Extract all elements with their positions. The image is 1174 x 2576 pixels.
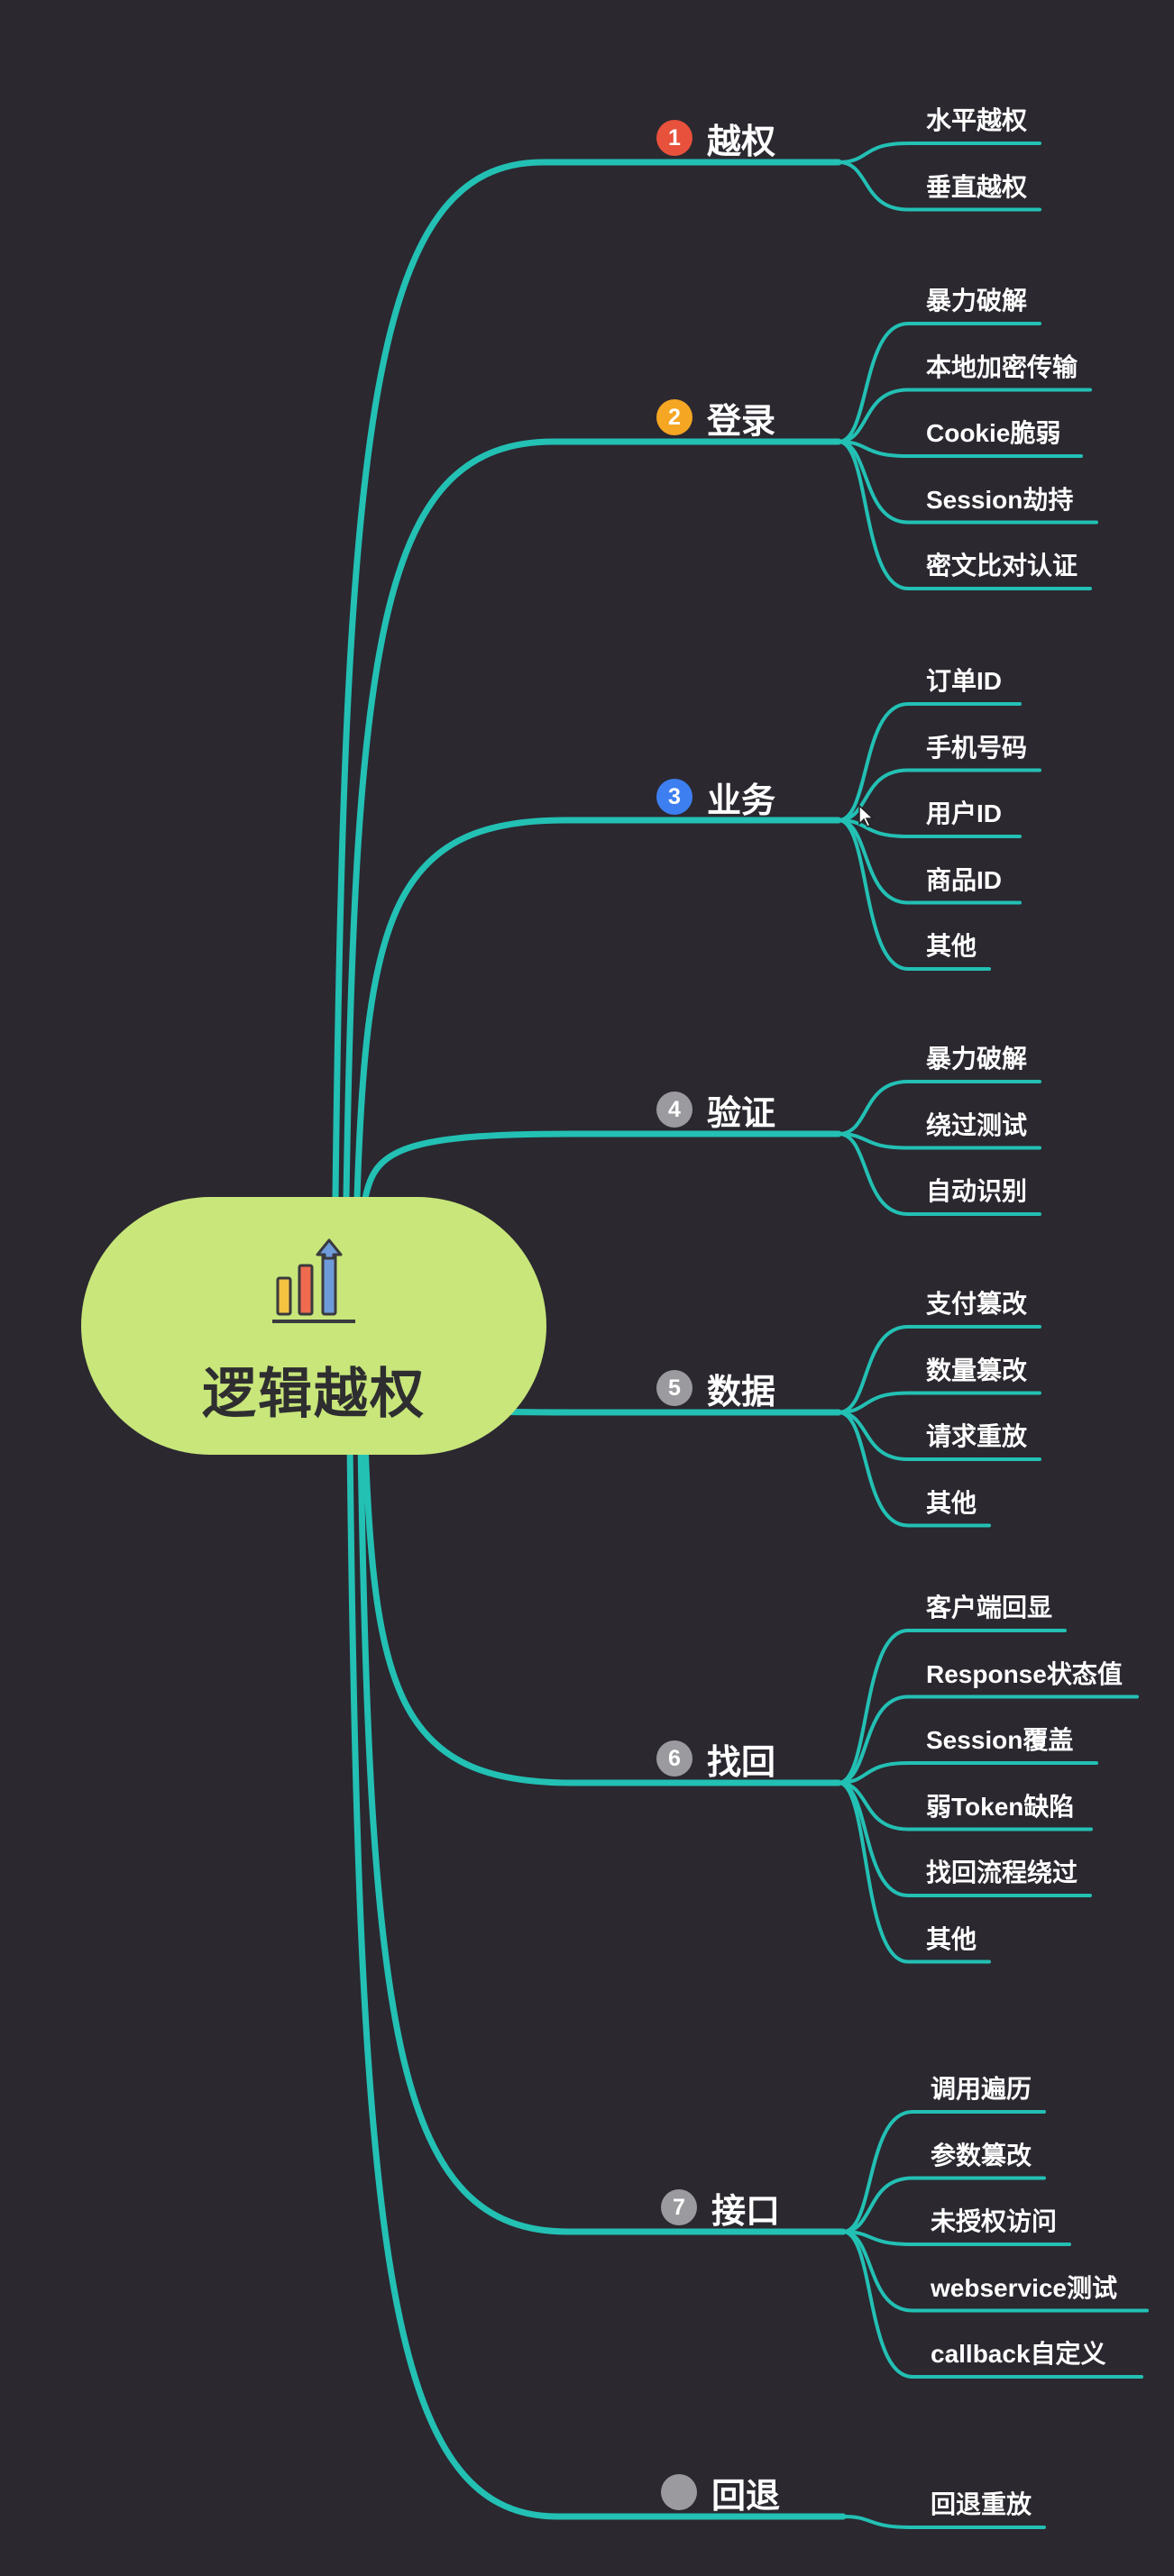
leaf-connector [837, 1325, 1041, 1414]
leaf-node[interactable]: 数量篡改 [926, 1356, 1028, 1384]
branch-number-badge [661, 2474, 697, 2510]
leaf-node[interactable]: 支付篡改 [926, 1290, 1028, 1318]
leaf-node[interactable]: 密文比对认证 [926, 552, 1078, 580]
leaf-node[interactable]: webservice测试 [931, 2273, 1117, 2302]
leaf-connector [837, 1781, 991, 1964]
branch-label: 登录 [707, 402, 776, 441]
branch-label: 验证 [707, 1094, 776, 1133]
branch-node[interactable]: 7 接口 [661, 2185, 781, 2231]
branch-node[interactable]: 3 业务 [656, 774, 776, 820]
branch-label: 越权 [707, 123, 776, 161]
branch-node[interactable]: 6 找回 [656, 1736, 776, 1782]
leaf-connector [841, 2176, 1046, 2233]
leaf-connector [837, 768, 1041, 822]
leaf-node[interactable]: 商品ID [926, 865, 1003, 894]
branch-label: 回退 [711, 2477, 781, 2516]
leaf-connector [837, 440, 1083, 458]
leaf-node[interactable]: 找回流程绕过 [926, 1859, 1078, 1886]
leaf-connector [837, 1411, 1041, 1461]
branch-stem [343, 438, 842, 1202]
leaf-node[interactable]: 参数篡改 [931, 2141, 1032, 2170]
leaf-connector [837, 1132, 1041, 1150]
branch-stem [332, 159, 842, 1202]
leaf-node[interactable]: Session覆盖 [926, 1726, 1074, 1754]
leaf-connector [837, 1080, 1041, 1136]
leaf-connector [841, 2230, 1149, 2313]
branch-number-badge: 7 [661, 2189, 697, 2225]
leaf-connector [837, 1694, 1139, 1785]
branch-stem [357, 1439, 847, 2235]
leaf-connector [837, 388, 1092, 443]
leaf-connector [837, 1391, 1041, 1414]
mouse-cursor-icon [858, 804, 875, 827]
leaf-node[interactable]: Response状态值 [926, 1659, 1123, 1688]
leaf-node[interactable]: Cookie脆弱 [926, 419, 1061, 447]
leaf-connector [837, 1781, 1093, 1832]
leaf-connector [841, 2515, 1046, 2529]
leaf-connector [837, 702, 1022, 822]
leaf-connector [837, 142, 1041, 164]
leaf-node[interactable]: 请求重放 [926, 1422, 1028, 1450]
branch-label: 数据 [707, 1373, 776, 1411]
branch-stem [362, 1130, 842, 1202]
leaf-node[interactable]: Session劫持 [926, 485, 1074, 514]
leaf-node[interactable]: 未授权访问 [931, 2207, 1058, 2235]
root-title: 逻辑越权 [202, 1364, 426, 1424]
leaf-connector [837, 160, 1041, 212]
leaf-node[interactable]: 暴力破解 [926, 287, 1028, 315]
bar-chart-up-arrow-icon [272, 1238, 355, 1323]
leaf-node[interactable]: 调用遍历 [931, 2075, 1032, 2103]
leaf-connector [837, 1411, 991, 1528]
leaf-node[interactable]: 客户端回显 [926, 1594, 1053, 1621]
branch-stem [346, 1439, 847, 2520]
leaf-node[interactable]: 本地加密传输 [926, 352, 1078, 381]
leaf-node[interactable]: 其他 [926, 932, 977, 960]
leaf-connector [837, 440, 1092, 590]
leaf-node[interactable]: 其他 [926, 1488, 977, 1517]
leaf-connector [837, 1629, 1067, 1785]
branch-label: 业务 [707, 781, 776, 820]
leaf-connector [837, 1761, 1098, 1785]
leaf-connector [837, 818, 991, 971]
leaf-node[interactable]: 回退重放 [931, 2490, 1032, 2518]
leaf-connector [841, 2230, 1143, 2379]
branch-stem [353, 817, 842, 1202]
leaf-node[interactable]: callback自定义 [931, 2340, 1106, 2368]
branch-node[interactable]: 4 验证 [656, 1087, 776, 1133]
branch-number-badge: 6 [656, 1740, 692, 1777]
leaf-node[interactable]: 暴力破解 [926, 1045, 1028, 1073]
leaf-node[interactable]: 自动识别 [926, 1177, 1028, 1205]
branch-label: 找回 [707, 1743, 776, 1782]
branch-node[interactable]: 2 登录 [656, 395, 776, 441]
root-node[interactable]: 逻辑越权 [81, 1197, 546, 1455]
branch-number-badge: 2 [656, 399, 692, 435]
leaf-node[interactable]: 其他 [926, 1924, 977, 1953]
branch-number-badge: 3 [656, 779, 692, 815]
leaf-connector [837, 322, 1041, 443]
leaf-node[interactable]: 水平越权 [926, 106, 1028, 134]
leaf-node[interactable]: 订单ID [926, 667, 1003, 695]
leaf-node[interactable]: 手机号码 [926, 733, 1028, 762]
leaf-node[interactable]: 弱Token缺陷 [926, 1792, 1075, 1821]
branch-number-badge: 1 [656, 120, 692, 156]
leaf-node[interactable]: 绕过测试 [926, 1110, 1028, 1139]
leaf-connector [837, 1132, 1041, 1216]
leaf-connector [837, 818, 1022, 838]
branch-node[interactable]: 回退 [661, 2470, 781, 2516]
branch-label: 接口 [711, 2192, 781, 2231]
leaf-connector [841, 2110, 1046, 2233]
branch-node[interactable]: 1 越权 [656, 115, 776, 161]
branch-stem [362, 1439, 842, 1786]
leaf-connector [837, 440, 1098, 525]
leaf-connector [841, 2230, 1071, 2246]
leaf-node[interactable]: 垂直越权 [926, 172, 1028, 201]
branch-node[interactable]: 5 数据 [656, 1366, 775, 1411]
branch-number-badge: 4 [656, 1092, 692, 1128]
branch-number-badge: 5 [656, 1370, 692, 1406]
leaf-node[interactable]: 用户ID [926, 799, 1003, 827]
